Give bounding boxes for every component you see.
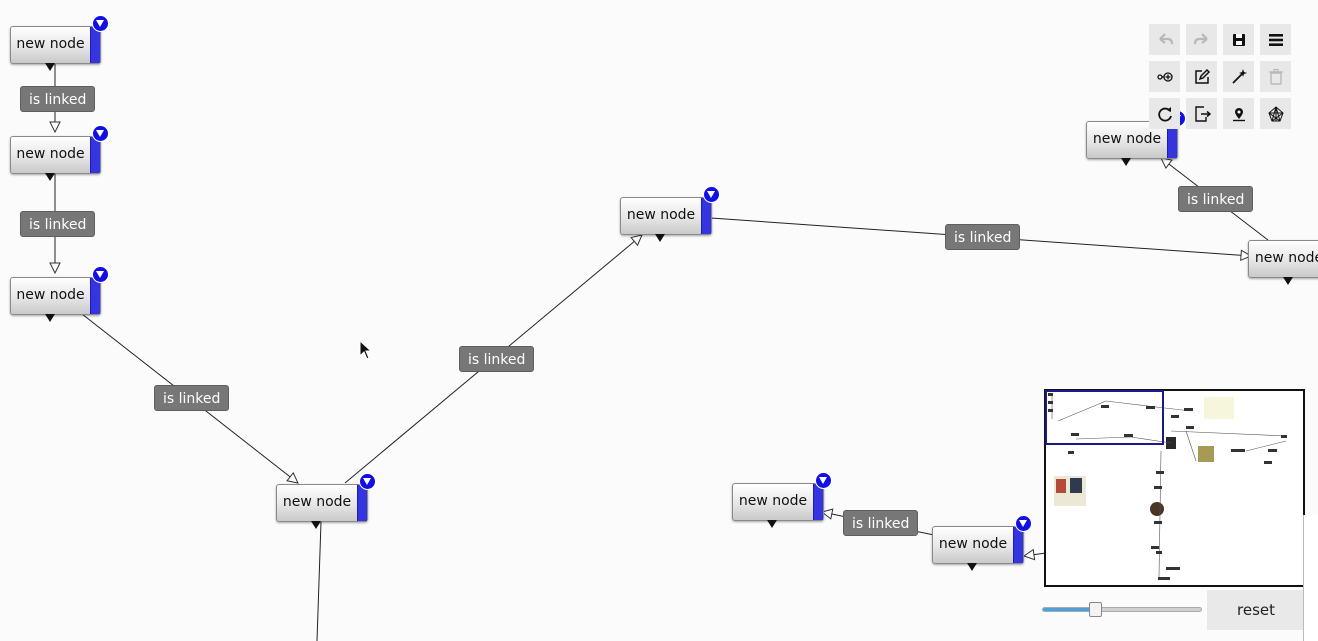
node-accent-bar <box>813 484 823 520</box>
node-accent-bar <box>90 137 100 173</box>
node-label: new node <box>626 207 696 223</box>
minimap[interactable] <box>1044 389 1305 587</box>
menu-button[interactable] <box>1260 24 1291 55</box>
edge-label[interactable]: is linked <box>459 346 535 372</box>
edge-label[interactable]: is linked <box>20 86 96 112</box>
graph-node[interactable]: new node <box>932 515 1032 571</box>
node-menu-icon[interactable] <box>815 472 832 489</box>
graph-node[interactable]: new node <box>1248 240 1318 285</box>
node-label: new node <box>1092 131 1162 147</box>
node-label: new node <box>282 494 352 510</box>
node-label: new node <box>16 287 85 303</box>
expand-triangle-icon[interactable] <box>1283 277 1293 285</box>
zoom-slider[interactable] <box>1042 602 1202 617</box>
reset-button[interactable]: reset <box>1207 590 1305 630</box>
graph-node[interactable]: new node <box>10 15 109 71</box>
edit-button[interactable] <box>1186 61 1217 92</box>
node-label: new node <box>1254 250 1318 266</box>
expand-triangle-icon[interactable] <box>44 314 55 322</box>
edge-line <box>316 521 322 641</box>
refresh-button[interactable] <box>1149 98 1180 129</box>
node-menu-icon[interactable] <box>92 125 109 142</box>
undo-button[interactable] <box>1149 24 1180 55</box>
expand-triangle-icon[interactable] <box>1121 158 1131 166</box>
locate-button[interactable] <box>1223 98 1254 129</box>
expand-triangle-icon[interactable] <box>655 234 665 242</box>
zoom-slider-fill <box>1043 608 1096 611</box>
node-menu-icon[interactable] <box>359 473 376 490</box>
node-label: new node <box>738 493 808 509</box>
node-accent-bar <box>1013 527 1023 563</box>
node-label: new node <box>16 146 85 162</box>
save-button[interactable] <box>1223 24 1254 55</box>
node-menu-icon[interactable] <box>703 186 720 203</box>
side-panel-edge <box>1303 515 1318 641</box>
node-accent-bar <box>357 485 367 521</box>
edge-label[interactable]: is linked <box>154 385 230 411</box>
add-node-button[interactable] <box>1149 61 1180 92</box>
graph-node[interactable]: new node <box>276 473 376 529</box>
edge-label[interactable]: is linked <box>1178 186 1254 212</box>
refresh-icon <box>1157 106 1172 121</box>
node-label: new node <box>938 536 1008 552</box>
node-accent-bar <box>90 27 100 63</box>
edge-line <box>1024 553 1047 556</box>
mouse-cursor-icon <box>359 340 373 360</box>
magic-wand-icon <box>1231 68 1247 84</box>
undo-icon <box>1158 32 1173 44</box>
delete-button[interactable] <box>1260 61 1291 92</box>
graph-node[interactable]: new node <box>10 125 109 181</box>
expand-triangle-icon[interactable] <box>44 173 55 181</box>
node-menu-icon[interactable] <box>92 15 109 32</box>
graph-node[interactable]: new node <box>732 472 832 528</box>
expand-triangle-icon[interactable] <box>44 63 55 71</box>
redo-icon <box>1193 32 1208 44</box>
add-node-icon <box>1156 71 1173 82</box>
expand-triangle-icon[interactable] <box>767 520 777 528</box>
graph-node[interactable]: new node <box>10 266 109 322</box>
node-menu-icon[interactable] <box>1015 515 1032 532</box>
map-pin-icon <box>1232 107 1245 121</box>
network-layout-button[interactable] <box>1260 98 1291 129</box>
node-menu-icon[interactable] <box>92 266 109 283</box>
graph-node[interactable]: new node <box>620 186 720 242</box>
minimap-viewport[interactable] <box>1045 390 1164 445</box>
hamburger-menu-icon <box>1268 33 1283 46</box>
pencil-edit-icon <box>1194 68 1210 84</box>
edge-label[interactable]: is linked <box>945 224 1021 250</box>
edge-label[interactable]: is linked <box>20 211 96 237</box>
edge-label[interactable]: is linked <box>843 510 919 536</box>
expand-triangle-icon[interactable] <box>311 521 321 529</box>
floppy-disk-icon <box>1232 33 1245 46</box>
expand-triangle-icon[interactable] <box>967 563 977 571</box>
node-accent-bar <box>701 198 711 234</box>
node-label: new node <box>16 36 85 52</box>
minimap-preview <box>1048 393 1287 580</box>
node-accent-bar <box>90 278 100 314</box>
zoom-slider-thumb[interactable] <box>1089 602 1103 617</box>
redo-button[interactable] <box>1186 24 1217 55</box>
export-button[interactable] <box>1186 98 1217 129</box>
magic-wand-button[interactable] <box>1223 61 1254 92</box>
export-file-icon <box>1194 105 1211 122</box>
trash-icon <box>1268 68 1283 85</box>
node-accent-bar <box>1167 122 1177 158</box>
network-graph-icon <box>1267 105 1284 121</box>
